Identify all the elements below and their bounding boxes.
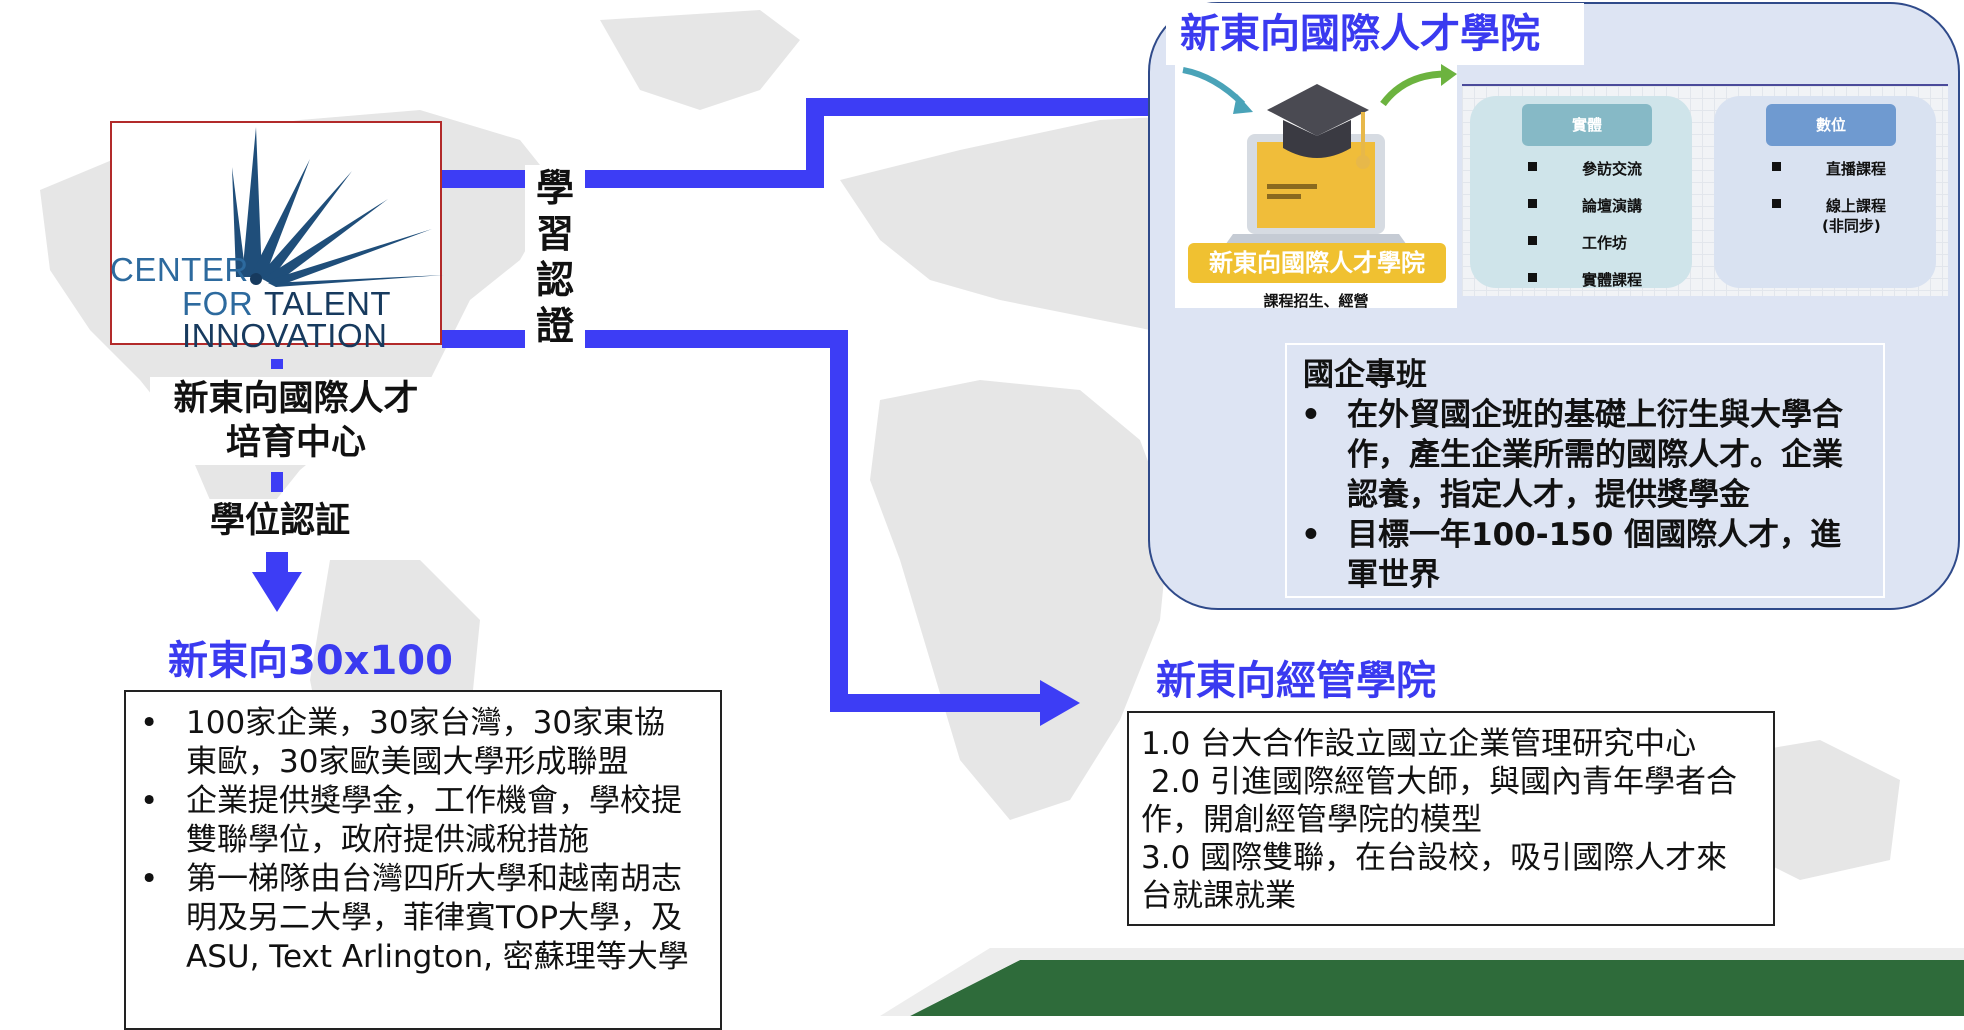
nsb-bullet-3: 第一梯隊由台灣四所大學和越南胡志明及另二大學，菲律賓TOP大學，及ASU, Te… xyxy=(126,860,696,977)
digital-item-2: 線上課程 xyxy=(1714,195,1936,215)
mgmt-line-2: 2.0 引進國際經管大師，與國內青年學者合作，開創經管學院的模型 xyxy=(1141,764,1738,838)
mgmt-line-3: 3.0 國際雙聯，在台設校，吸引國際人才來台就課就業 xyxy=(1141,840,1728,914)
nsb-30x100-box: 100家企業，30家台灣，30家東協東歐，30家歐美國大學形成聯盟 企業提供獎學… xyxy=(124,690,722,1030)
talent-training-center-name: 新東向國際人才 培育中心 xyxy=(150,377,442,465)
degree-certification-label: 學位認証 xyxy=(190,499,370,543)
soe-special-class-box: 國企專班 在外貿國企班的基礎上衍生與大學合作，產生企業所需的國際人才。企業認養，… xyxy=(1285,343,1885,598)
course-type-grid: 實體 參訪交流 論壇演講 工作坊 實體課程 數位 直播課程 線上課程 (非同步) xyxy=(1462,86,1948,296)
digital-item-1: 直播課程 xyxy=(1714,158,1936,195)
soe-title: 國企專班 xyxy=(1303,357,1427,393)
logo-text-innovation: INNOVATION xyxy=(182,317,388,354)
physical-item-2: 論壇演講 xyxy=(1470,195,1692,232)
management-school-title: 新東向經管學院 xyxy=(1156,658,1436,704)
laptop-graduation-cap-icon xyxy=(1182,64,1457,248)
logo-text-for: FOR xyxy=(182,285,254,322)
green-footer-band xyxy=(880,948,1964,1016)
logo-text-talent: TALENT xyxy=(264,285,392,322)
academy-banner: 新東向國際人才學院 xyxy=(1188,243,1446,283)
academy-caption: 課程招生、經營 xyxy=(1263,292,1369,310)
physical-item-3: 工作坊 xyxy=(1470,232,1692,269)
soe-bullet-2: 目標一年100-150 個國際人才，進軍世界 xyxy=(1287,515,1861,595)
nsb-bullet-1: 100家企業，30家台灣，30家東協東歐，30家歐美國大學形成聯盟 xyxy=(126,704,696,782)
learning-certification-text: 學習認證 xyxy=(535,166,574,348)
academy-title: 新東向國際人才學院 xyxy=(1166,3,1584,65)
card-digital-head: 數位 xyxy=(1766,104,1896,146)
center-name-line1: 新東向國際人才 xyxy=(173,379,419,419)
mgmt-line-1: 1.0 台大合作設立國立企業管理研究中心 xyxy=(1141,726,1697,762)
nsb-bullet-2: 企業提供獎學金，工作機會，學校提雙聯學位，政府提供減稅措施 xyxy=(126,782,696,860)
digital-item-2-note: (非同步) xyxy=(1822,217,1881,235)
center-for-talent-innovation-logo: CENTER FOR TALENT INNOVATION xyxy=(110,121,444,352)
nsb-30x100-title: 新東向30x100 xyxy=(168,638,453,684)
card-physical: 實體 參訪交流 論壇演講 工作坊 實體課程 xyxy=(1470,96,1692,289)
center-name-line2: 培育中心 xyxy=(225,423,366,463)
learning-certification-label: 學習認證 xyxy=(525,165,585,349)
logo-starburst-icon xyxy=(232,127,444,287)
management-school-box: 1.0 台大合作設立國立企業管理研究中心 2.0 引進國際經管大師，與國內青年學… xyxy=(1127,711,1775,926)
card-digital: 數位 直播課程 線上課程 (非同步) xyxy=(1714,96,1936,288)
card-physical-head: 實體 xyxy=(1522,104,1652,146)
soe-bullet-1: 在外貿國企班的基礎上衍生與大學合作，產生企業所需的國際人才。企業認養，指定人才，… xyxy=(1287,395,1861,515)
physical-item-1: 參訪交流 xyxy=(1470,158,1692,195)
physical-item-4: 實體課程 xyxy=(1470,269,1692,306)
logo-text-line1: CENTER xyxy=(110,251,249,288)
